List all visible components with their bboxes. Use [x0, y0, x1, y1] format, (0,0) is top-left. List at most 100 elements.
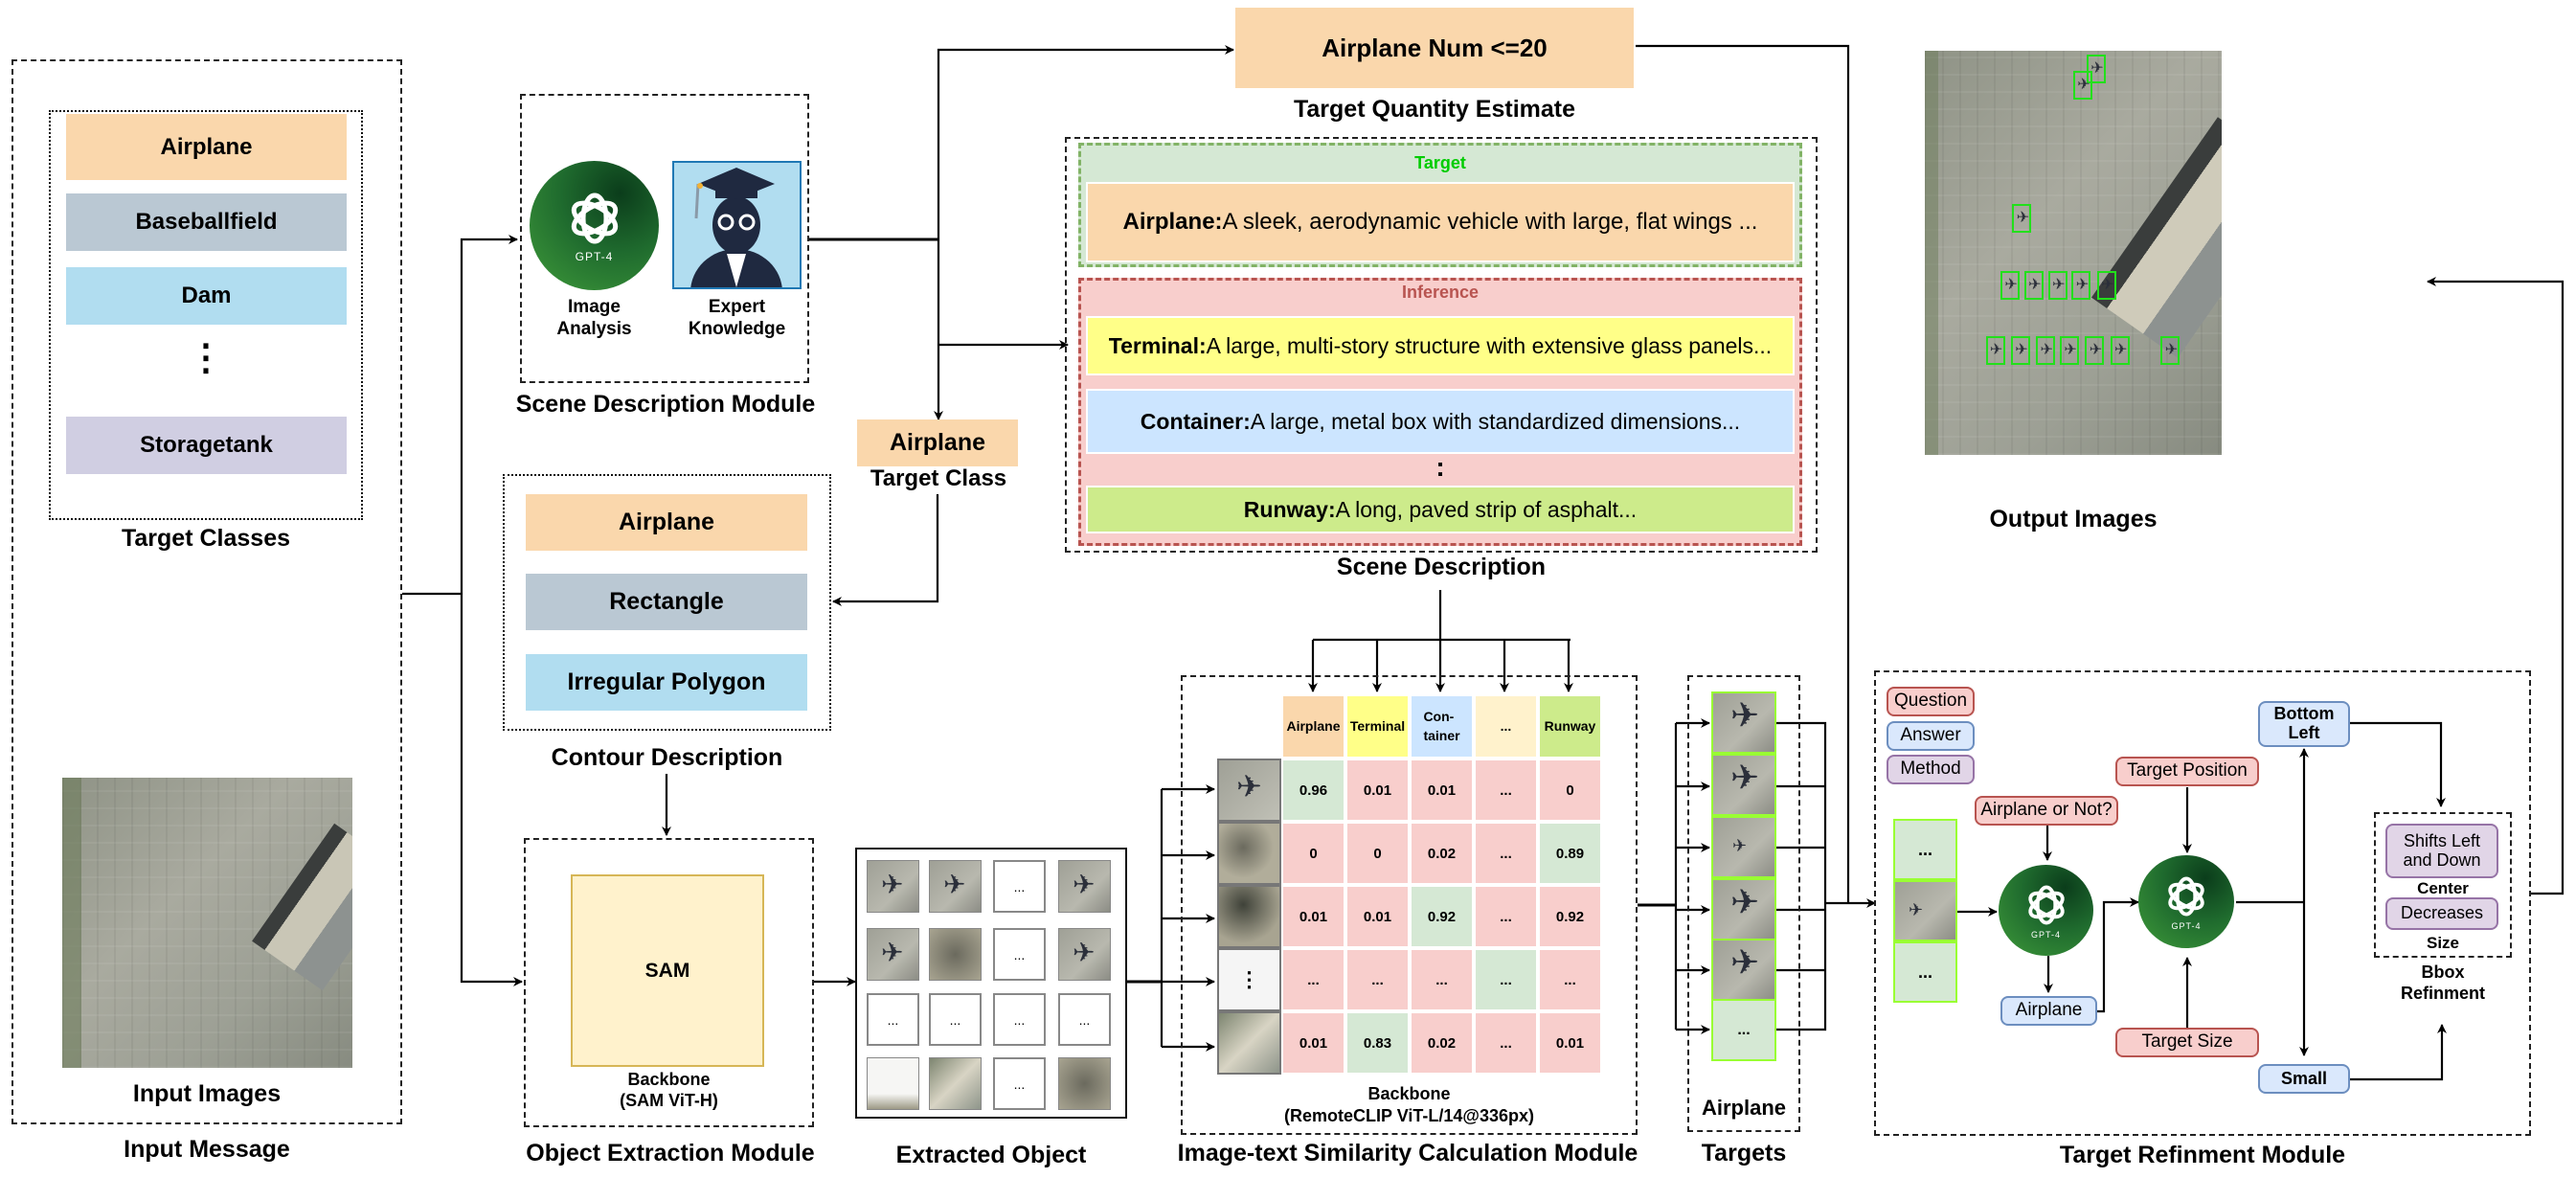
class-dam: Dam: [66, 267, 347, 325]
answer-bottom-left: Bottom Left: [2258, 701, 2350, 747]
similarity-column-header: Terminal: [1345, 694, 1410, 759]
similarity-row-thumb: ✈: [1217, 759, 1281, 822]
similarity-column-header: Con- tainer: [1410, 694, 1474, 759]
arrow-to-contour: [832, 494, 939, 606]
gpt4-classifier: GPT-4: [1999, 865, 2093, 956]
similarity-score: 0.89: [1538, 822, 1602, 885]
extracted-object-thumb: ✈: [867, 928, 919, 981]
target-group-title: Target: [1414, 153, 1466, 172]
grass-strip: [62, 778, 81, 1068]
airplane-icon: ✈: [2090, 60, 2104, 78]
detection-bbox: ✈: [2023, 270, 2044, 300]
airplane-icon: ✈: [2004, 276, 2018, 293]
sam-backbone-label: Backbone: [627, 1070, 711, 1089]
similarity-score: ...: [1345, 948, 1410, 1011]
scene-item-desc: A large, metal box with standardized dim…: [1250, 408, 1741, 434]
output-image: ✈✈✈✈✈✈✈✈✈✈✈✈✈✈✈: [1925, 51, 2222, 455]
airplane-icon: ✈: [2114, 341, 2128, 358]
gpt4-localizer: GPT-4: [2138, 855, 2234, 948]
similarity-score: ...: [1474, 948, 1538, 1011]
detection-bbox: ✈: [2036, 335, 2056, 365]
legend-method: Method: [1887, 755, 1975, 784]
target-quantity-label: Target Quantity Estimate: [1293, 96, 1576, 123]
extracted-empty-slot: ...: [929, 993, 982, 1046]
object-extraction-module: [524, 838, 814, 1127]
object-extraction-title: Object Extraction Module: [526, 1140, 815, 1167]
similarity-score: 0.01: [1345, 885, 1410, 948]
targets-title: Targets: [1701, 1140, 1787, 1167]
detection-bbox: ✈: [2071, 270, 2091, 300]
expert-knowledge-image: [672, 161, 802, 289]
detection-bbox: ✈: [2000, 270, 2021, 300]
detection-bbox: ✈: [1985, 335, 2005, 365]
airplane-icon: ✈: [1730, 695, 1760, 735]
airplane-icon: ✈: [1730, 942, 1760, 982]
legend-answer: Answer: [1887, 721, 1975, 751]
similarity-module: [1181, 675, 1638, 1135]
center-label: Center: [2417, 879, 2469, 897]
targets-group-label: Airplane: [1701, 1096, 1787, 1120]
similarity-score: 0.01: [1538, 1011, 1602, 1075]
bbox-refinement-title: Bbox Refinment: [2400, 963, 2485, 1003]
gpt-badge: GPT-4: [2171, 920, 2202, 931]
airplane-icon: ✈: [2051, 276, 2066, 293]
contour-description-title: Contour Description: [551, 744, 783, 771]
similarity-row-thumb: ⋮: [1217, 948, 1281, 1011]
target-refinement-title: Target Refinment Module: [2059, 1142, 2346, 1168]
similarity-score: ...: [1281, 948, 1345, 1011]
airplane-icon: ✈: [1073, 870, 1096, 899]
extracted-object-thumb: [929, 1057, 982, 1110]
target-crop: ✈: [1711, 878, 1776, 940]
stack-item-current: ✈: [1893, 880, 1957, 941]
target-slot-ellipsis: ...: [1711, 999, 1776, 1061]
similarity-score: 0.01: [1410, 759, 1474, 822]
class-ellipsis: ⋮: [188, 338, 224, 378]
similarity-column-header: Airplane: [1281, 694, 1345, 759]
extracted-object-thumb: ✈: [929, 860, 982, 913]
scene-description-panel: [1065, 137, 1818, 553]
similarity-score: ...: [1474, 759, 1538, 822]
scene-item-container: Container:A large, metal box with standa…: [1086, 389, 1795, 454]
arrow-to-output: [2427, 277, 2565, 895]
similarity-score: 0: [1345, 822, 1410, 885]
detection-bbox: ✈: [2110, 335, 2130, 365]
airplane-icon: ✈: [2075, 276, 2090, 293]
airplane-icon: ✈: [1730, 882, 1760, 921]
similarity-score: 0: [1281, 822, 1345, 885]
clip-backbone-label: Backbone: [1367, 1084, 1451, 1103]
inference-ellipsis: :: [1435, 452, 1445, 482]
gpt-logo-icon: [2027, 884, 2065, 925]
similarity-score: 0.96: [1281, 759, 1345, 822]
similarity-score: ...: [1474, 822, 1538, 885]
hangar-building: [252, 823, 352, 991]
detection-bbox: ✈: [2073, 71, 2092, 101]
inference-group-title: Inference: [1401, 283, 1480, 302]
size-label: Size: [2426, 934, 2460, 952]
grass-strip: [1925, 51, 1938, 455]
sam-model-box: SAM: [571, 874, 764, 1067]
extracted-object-panel: [855, 848, 1127, 1119]
extracted-object-thumb: [929, 928, 982, 981]
output-images-label: Output Images: [1989, 506, 2158, 532]
target-crop: ✈: [1711, 754, 1776, 816]
gpt-badge: GPT-4: [2030, 929, 2061, 940]
similarity-score: ...: [1538, 948, 1602, 1011]
scene-item-name: Terminal:: [1108, 332, 1207, 358]
detection-bbox: ✈: [2086, 55, 2106, 84]
airplane-icon: ✈: [881, 870, 904, 899]
extracted-empty-slot: ...: [1058, 993, 1111, 1046]
airplane-icon: ✈: [943, 870, 966, 899]
target-crop: ✈: [1711, 691, 1776, 754]
scene-description-module-title: Scene Description Module: [515, 391, 816, 418]
detection-bbox: ✈: [2047, 270, 2068, 300]
airplane-icon: ✈: [2028, 276, 2042, 293]
detection-bbox: ✈: [2160, 335, 2181, 365]
similarity-score: 0.92: [1538, 885, 1602, 948]
scene-item-desc: A large, multi-story structure with exte…: [1206, 332, 1773, 358]
class-storagetank: Storagetank: [66, 417, 347, 474]
hangar-building: [2090, 117, 2222, 358]
detection-bbox: ✈: [2012, 204, 2032, 234]
extracted-object-thumb: ✈: [1058, 860, 1111, 913]
input-message-panel: [11, 59, 402, 1124]
